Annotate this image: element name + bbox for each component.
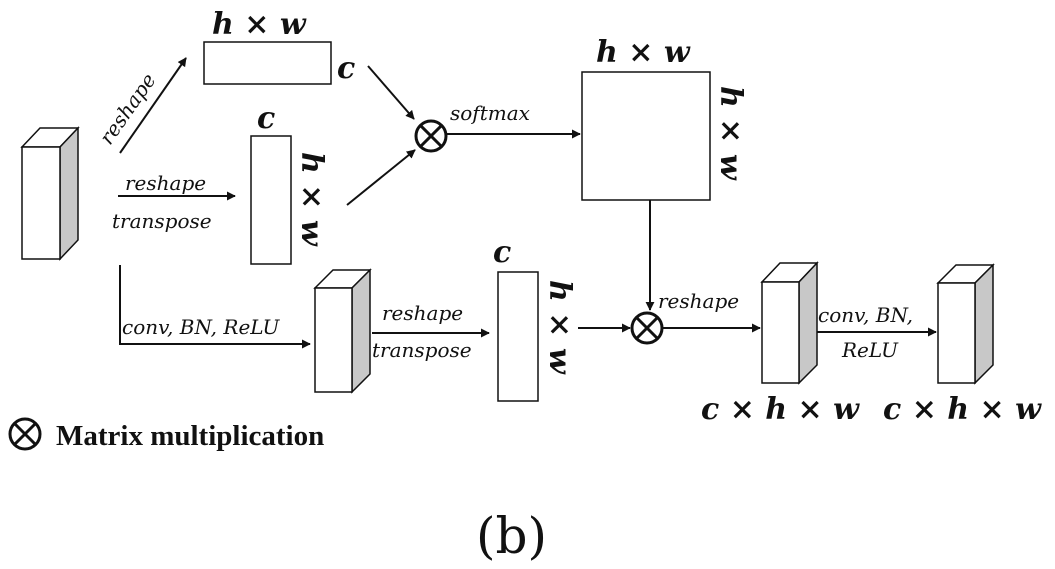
- bottom-box-dim-hw: h × w: [542, 280, 577, 375]
- label-conv-bn-2: conv, BN,: [818, 303, 913, 327]
- label-reshape-right: reshape: [658, 289, 739, 313]
- figure-caption: (b): [476, 507, 547, 565]
- legend-multiply-symbol: [8, 417, 42, 451]
- arrow-mid-to-mult: [346, 149, 416, 206]
- value-matrix-box: [497, 271, 539, 402]
- attention-map-box: [581, 71, 711, 201]
- top-box-dim-c: c: [337, 51, 355, 86]
- mid-box-dim-hw: h × w: [294, 152, 329, 247]
- attention-dim-top: h × w: [596, 35, 691, 70]
- matrix-multiply-symbol-2: [630, 311, 664, 345]
- output-block-1: [760, 261, 819, 385]
- label-softmax: softmax: [450, 101, 530, 125]
- query-matrix-box: [203, 41, 332, 85]
- label-reshape-mid: reshape: [125, 171, 206, 195]
- label-relu-2: ReLU: [841, 338, 899, 362]
- label-transpose-bottom: transpose: [372, 338, 472, 362]
- key-matrix-box: [250, 135, 292, 265]
- bottom-box-dim-c: c: [493, 235, 511, 270]
- legend-label: Matrix multiplication: [56, 420, 324, 452]
- mid-box-dim-c: c: [257, 101, 275, 136]
- reshape-up-arrow: [119, 57, 187, 154]
- label-conv-bn-relu-1: conv, BN, ReLU: [122, 315, 280, 339]
- output2-dim: c × h × w: [883, 392, 1042, 427]
- top-box-dim-hw: h × w: [212, 7, 307, 42]
- attention-dim-side: h × w: [713, 86, 748, 181]
- label-reshape-bottom: reshape: [382, 301, 463, 325]
- input-feature-block: [20, 126, 80, 261]
- arrow-top-to-mult: [367, 65, 415, 120]
- output1-dim: c × h × w: [701, 392, 860, 427]
- label-transpose-mid: transpose: [112, 209, 212, 233]
- output-block-2: [936, 263, 995, 385]
- conv-branch-line: [119, 265, 311, 349]
- matrix-multiply-symbol-1: [414, 119, 448, 153]
- value-feature-block: [313, 268, 372, 394]
